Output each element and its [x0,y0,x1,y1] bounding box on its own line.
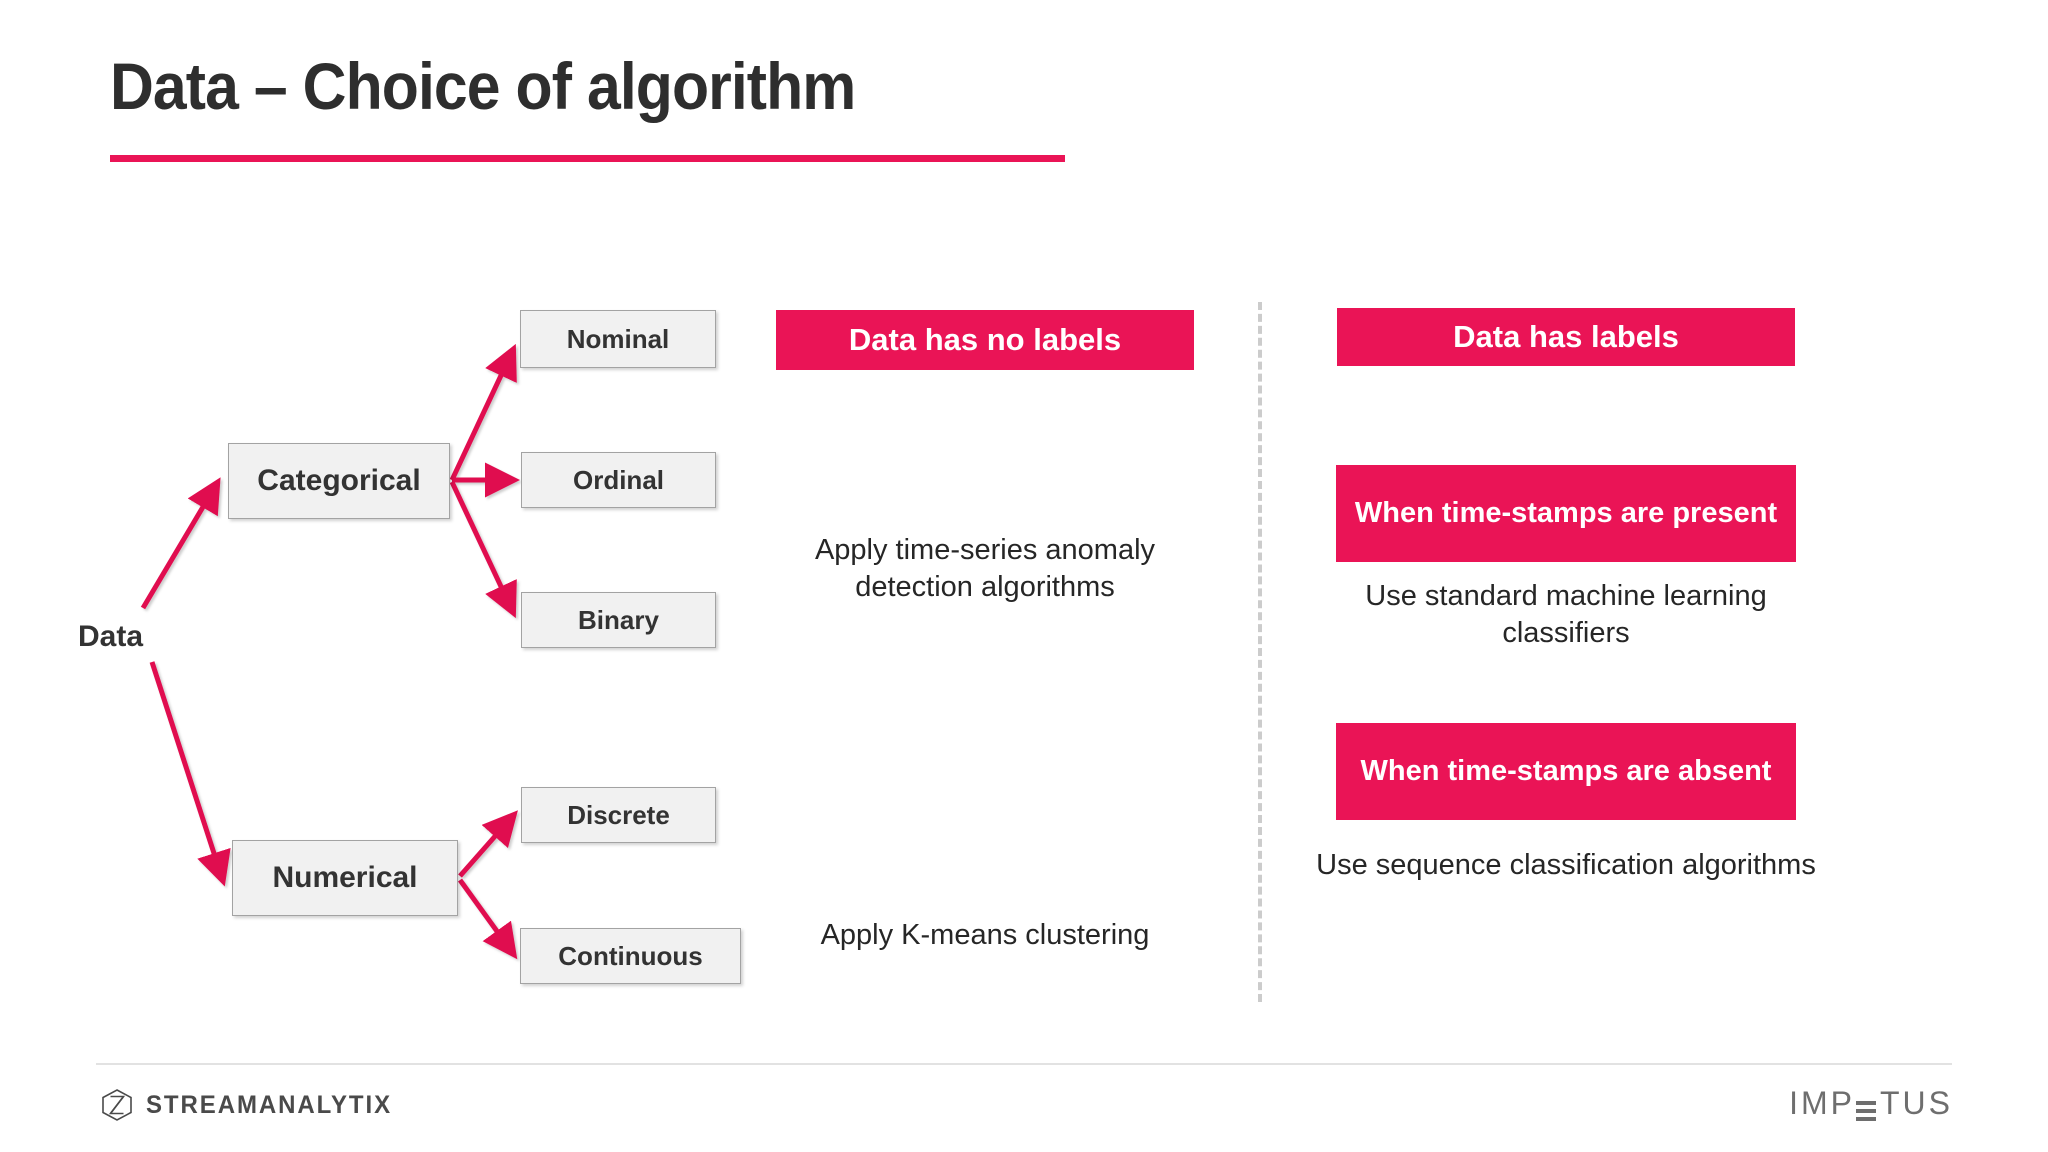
banner-timestamps-present: When time-stamps are present [1336,465,1796,562]
note-sequence-classification: Use sequence classification algorithms [1316,849,1816,881]
note-kmeans-clustering: Apply K-means clustering [820,919,1150,951]
tree-root-label: Data [78,620,144,653]
tree-node-categorical[interactable]: Categorical [228,443,450,519]
hexagon-hourglass-icon [102,1089,132,1121]
impetus-wordmark-end: TUS [1880,1085,1953,1121]
banner-data-has-labels: Data has labels [1337,308,1795,366]
impetus-wordmark-start: IMP [1789,1085,1855,1121]
impetus-e-glyph-icon [1856,1101,1876,1121]
banner-data-has-no-labels: Data has no labels [776,310,1194,370]
streamanalytix-logo: STREAMANALYTIX [100,1088,402,1122]
tree-node-numerical[interactable]: Numerical [232,840,458,916]
banner-timestamps-absent: When time-stamps are absent [1336,723,1796,820]
column-divider [1258,302,1262,1002]
tree-node-ordinal[interactable]: Ordinal [521,452,716,508]
streamanalytix-wordmark: STREAMANALYTIX [146,1090,393,1119]
tree-node-discrete[interactable]: Discrete [521,787,716,843]
note-time-series-anomaly: Apply time-series anomaly detection algo… [814,534,1156,604]
note-standard-ml-classifiers: Use standard machine learning classifier… [1365,580,1767,650]
tree-node-nominal[interactable]: Nominal [520,310,716,368]
footer-divider [96,1063,1952,1065]
title-underline-rule [110,155,1065,162]
impetus-logo: IMP TUS [1789,1085,1953,1130]
tree-node-continuous[interactable]: Continuous [520,928,741,984]
tree-node-binary[interactable]: Binary [521,592,716,648]
page-title: Data – Choice of algorithm [110,49,856,123]
